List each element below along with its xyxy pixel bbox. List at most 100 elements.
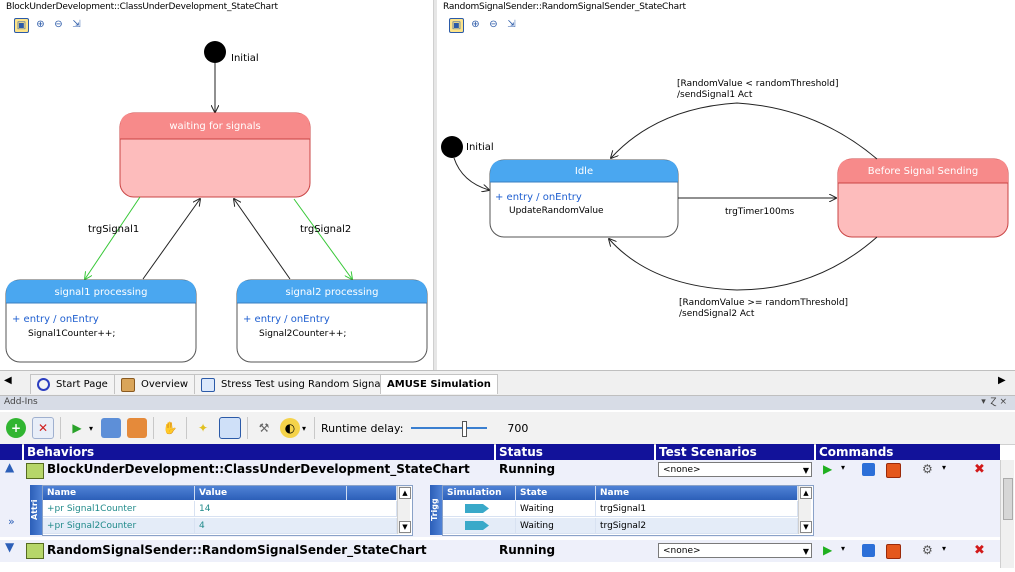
trig-fire-cell[interactable] [443,501,516,517]
play-icon[interactable]: ▶ [823,462,833,476]
runtime-delay-value: 700 [507,421,529,435]
tab-stress-test-label: Stress Test using Random Signals [221,379,389,390]
runtime-delay-slider[interactable] [411,418,488,438]
test-scenario-select[interactable]: <none>▼ [658,462,812,477]
scroll-down-icon[interactable]: ▼ [399,521,411,533]
runtime-delay-label: Runtime delay: [321,421,404,435]
settings-icon[interactable]: ⚙ [922,462,933,476]
attr-col-name[interactable]: Name [43,486,195,500]
tab-amuse-simulation[interactable]: AMUSE Simulation [380,374,498,394]
right-diagram-title: RandomSignalSender::RandomSignalSender_S… [443,2,686,12]
triggers-table: Simulation State Name Waiting trgSignal1… [442,485,814,536]
delete-icon[interactable]: ✖ [974,462,985,477]
state-signal1-processing[interactable]: signal1 processing + entry / onEntry Sig… [5,279,197,363]
stop-icon[interactable] [886,463,901,478]
tab-amuse-label: AMUSE Simulation [387,379,491,390]
stop-icon[interactable] [886,544,901,559]
grid-scrollbar[interactable] [1000,460,1014,568]
zoom-in-icon[interactable]: ⊕ [471,19,480,30]
fire-trigger-icon[interactable] [465,504,489,513]
start-page-icon [37,378,50,391]
trig-fire-cell[interactable] [443,518,516,534]
state-before-signal-sending[interactable]: Before Signal Sending [837,158,1009,238]
add-icon[interactable]: + [6,418,26,438]
paste-icon[interactable] [127,418,147,438]
initial-label: Initial [231,53,259,64]
pane-splitter[interactable] [433,0,438,370]
zoom-in-icon[interactable]: ⊕ [36,19,45,30]
tab-start-page-label: Start Page [56,379,108,390]
dropdown-arrow-icon[interactable]: ▾ [88,423,93,433]
addins-toolbar: + ✕ ▶ ▾ ✋ ✦ ⚒ ◐ ▾ Runtime delay: 700 [0,412,1015,445]
scroll-up-icon[interactable]: ▲ [800,487,812,499]
behavior-status: Running [499,462,556,476]
col-header-test-scenarios[interactable]: Test Scenarios [656,444,814,460]
options-icon[interactable]: ◐ [280,418,300,438]
fire-trigger-icon[interactable] [465,521,489,530]
trig-state: Waiting [516,501,596,517]
delete-icon[interactable]: ✖ [974,543,985,558]
runtime-delay-slider-thumb[interactable] [462,421,468,437]
left-statechart: Initial waiting for signals trgSignal1 t… [5,41,428,363]
copy-icon[interactable] [101,418,121,438]
state-idle[interactable]: Idle + entry / onEntry UpdateRandomValue [489,159,679,238]
trig-col-simulation[interactable]: Simulation [443,486,516,500]
grid-scrollbar-thumb[interactable] [1003,478,1013,520]
collapse-icon[interactable]: ▲ [5,460,15,474]
initial-node[interactable] [441,136,463,158]
layout-icon[interactable]: ⇲ [72,19,81,30]
zoom-out-icon[interactable]: ⊖ [54,19,63,30]
trig-state: Waiting [516,518,596,534]
attr-col-value[interactable]: Value [195,486,347,500]
addins-window-controls[interactable]: ▾ Ɀ × [981,397,1007,407]
col-header-behaviors[interactable]: Behaviors [24,444,494,460]
behavior-row[interactable]: ▲ BlockUnderDevelopment::ClassUnderDevel… [0,460,1000,482]
scroll-up-icon[interactable]: ▲ [399,487,411,499]
tab-start-page[interactable]: Start Page [30,374,115,394]
hand-icon[interactable]: ✋ [162,421,178,435]
col-header-status[interactable]: Status [496,444,654,460]
state-signal2-processing[interactable]: signal2 processing + entry / onEntry Sig… [236,279,428,363]
pause-icon[interactable] [862,463,875,476]
tab-overview[interactable]: Overview [114,374,196,394]
tab-scroll-right-icon[interactable]: ▶ [998,375,1006,386]
fit-icon[interactable]: ▣ [449,18,464,33]
dropdown-arrow-icon[interactable]: ▾ [841,463,846,472]
grid-header-corner [0,444,22,460]
expand-details-icon[interactable]: » [8,515,15,528]
triggers-scrollbar[interactable]: ▲ ▼ [798,486,812,534]
behavior-row[interactable]: ▼ RandomSignalSender::RandomSignalSender… [0,540,1000,562]
dropdown-arrow-icon[interactable]: ▾ [942,463,947,472]
col-header-commands[interactable]: Commands [816,444,1000,460]
attr-value[interactable]: 4 [195,518,397,534]
state-waiting[interactable]: waiting for signals [119,112,311,198]
state-signal1-action: Signal1Counter++; [28,329,115,339]
state-signal2-label: signal2 processing [285,287,378,298]
wand-icon[interactable]: ✦ [197,421,209,435]
scroll-down-icon[interactable]: ▼ [800,521,812,533]
trig-col-name[interactable]: Name [596,486,798,500]
settings-icon[interactable]: ⚙ [922,543,933,557]
layout-icon[interactable]: ⇲ [507,19,516,30]
expand-icon[interactable]: ▼ [5,540,15,554]
initial-node[interactable] [204,41,226,63]
play-icon[interactable]: ▶ [823,543,833,557]
test-scenario-select[interactable]: <none>▼ [658,543,812,558]
attr-value[interactable]: 14 [195,501,397,517]
window-icon[interactable] [219,417,241,439]
tab-scroll-left-icon[interactable]: ◀ [4,375,12,386]
tools-icon[interactable]: ⚒ [258,421,270,435]
pause-icon[interactable] [862,544,875,557]
dropdown-arrow-icon[interactable]: ▾ [841,544,846,553]
test-scenario-value: <none> [663,465,701,475]
attributes-scrollbar[interactable]: ▲ ▼ [397,486,411,534]
dropdown-arrow-icon[interactable]: ▾ [301,423,306,433]
run-icon[interactable]: ▶ [72,421,82,435]
tab-stress-test[interactable]: Stress Test using Random Signals [194,374,396,394]
dropdown-arrow-icon[interactable]: ▾ [942,544,947,553]
zoom-out-icon[interactable]: ⊖ [489,19,498,30]
remove-icon[interactable]: ✕ [32,417,54,439]
fit-icon[interactable]: ▣ [14,18,29,33]
attr-col-extra[interactable] [347,486,397,500]
trig-col-state[interactable]: State [516,486,596,500]
